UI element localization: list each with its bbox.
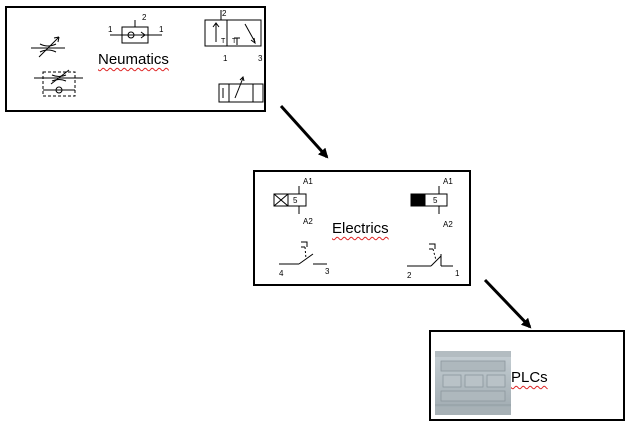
dcv-t-right: T	[232, 38, 237, 45]
coil-right-a2: A2	[443, 220, 453, 229]
plc-controller-icon	[435, 351, 511, 415]
flow-control-valve-icon	[34, 69, 83, 97]
plcs-box: PLCs	[429, 330, 625, 421]
dcv-port-3: 3	[258, 54, 263, 63]
coil-right-number: 5	[433, 196, 438, 205]
nc-contact-1: 1	[455, 269, 460, 278]
plcs-label: PLCs	[511, 369, 548, 386]
dcv-port-2: 2	[222, 9, 227, 18]
pneumatic-symbols: 1 2 1 2 T T 1 3	[31, 9, 264, 103]
variable-throttle-icon	[31, 36, 65, 58]
arrow-electrics-to-plcs	[483, 278, 532, 329]
directional-valve-icon	[204, 10, 262, 47]
arrow-pneumatics-to-electrics	[279, 104, 329, 159]
actuator-icon	[218, 76, 264, 103]
check-valve-port-2: 2	[142, 13, 147, 22]
coil-left-a1: A1	[303, 177, 313, 186]
normally-open-contact-icon	[279, 241, 327, 265]
nc-contact-2: 2	[407, 271, 412, 280]
no-contact-4: 4	[279, 269, 284, 278]
coil-left-number: 5	[293, 196, 298, 205]
dcv-port-1: 1	[223, 54, 228, 63]
check-valve-icon	[110, 20, 162, 44]
dcv-t-left: T	[221, 38, 226, 45]
electrical-symbols: A1 5 A2 A1 5 A2 4 3	[273, 177, 460, 280]
normally-closed-contact-icon	[407, 243, 453, 267]
check-valve-port-1-right: 1	[159, 25, 164, 34]
no-contact-3: 3	[325, 267, 330, 276]
electrics-label: Electrics	[332, 220, 389, 237]
coil-right-a1: A1	[443, 177, 453, 186]
relay-coil-icon	[273, 186, 307, 214]
electrics-box: A1 5 A2 A1 5 A2 4 3	[253, 170, 471, 286]
pneumatics-box: 1 2 1 2 T T 1 3	[5, 6, 266, 112]
solenoid-coil-icon	[410, 186, 448, 214]
pneumatics-label: Neumatics	[98, 51, 169, 68]
coil-left-a2: A2	[303, 217, 313, 226]
check-valve-port-1-left: 1	[108, 25, 113, 34]
